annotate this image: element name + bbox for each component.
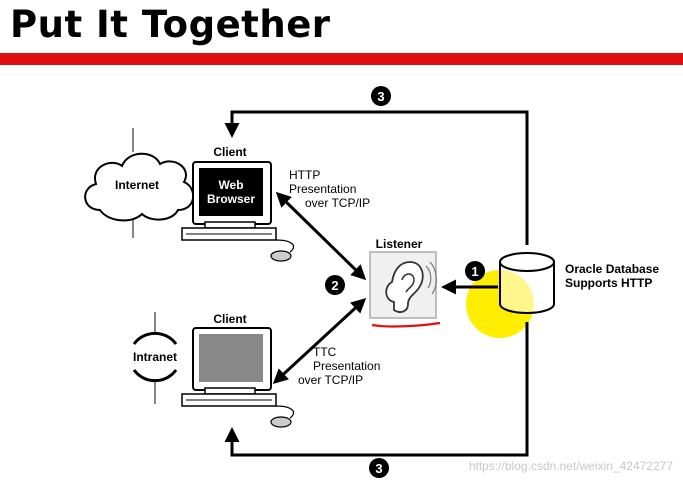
listener-red-underline — [371, 321, 441, 328]
http-line3: over TCP/IP — [305, 196, 370, 210]
title-underline-bar — [0, 53, 683, 65]
step-2-marker: 2 — [325, 275, 345, 295]
svg-text:2: 2 — [331, 278, 338, 293]
database-line2: Supports HTTP — [565, 276, 652, 290]
internet-label: Internet — [115, 178, 159, 192]
page-title: Put It Together — [10, 3, 331, 46]
ttc-line3: over TCP/IP — [298, 373, 363, 387]
client-top-label: Client — [213, 145, 246, 159]
step-3-bottom-marker: 3 — [369, 458, 389, 478]
watermark-text: https://blog.csdn.net/weixin_42472277 — [469, 459, 673, 473]
client-bottom-computer-icon — [181, 327, 295, 428]
step-1-marker: 1 — [465, 261, 485, 281]
svg-text:1: 1 — [471, 264, 478, 279]
svg-text:3: 3 — [377, 89, 384, 104]
http-line1: HTTP — [289, 168, 320, 182]
step-3-top-marker: 3 — [371, 86, 391, 106]
database-line1: Oracle Database — [565, 262, 659, 276]
intranet-label: Intranet — [133, 350, 177, 364]
connectors — [224, 110, 529, 457]
http-line2: Presentation — [289, 182, 356, 196]
web-browser-line1: Web — [218, 178, 243, 192]
client-top-computer-icon — [181, 161, 295, 262]
client-bottom-label: Client — [213, 312, 246, 326]
internet-cloud-icon — [84, 128, 194, 238]
svg-text:3: 3 — [375, 461, 382, 476]
ear-icon — [369, 251, 437, 319]
database-cylinder-icon — [499, 252, 555, 314]
ttc-line2: Presentation — [313, 359, 380, 373]
intranet-node-icon — [132, 312, 178, 404]
web-browser-line2: Browser — [207, 192, 255, 206]
listener-label: Listener — [376, 237, 423, 251]
ttc-line1: TTC — [313, 345, 337, 359]
